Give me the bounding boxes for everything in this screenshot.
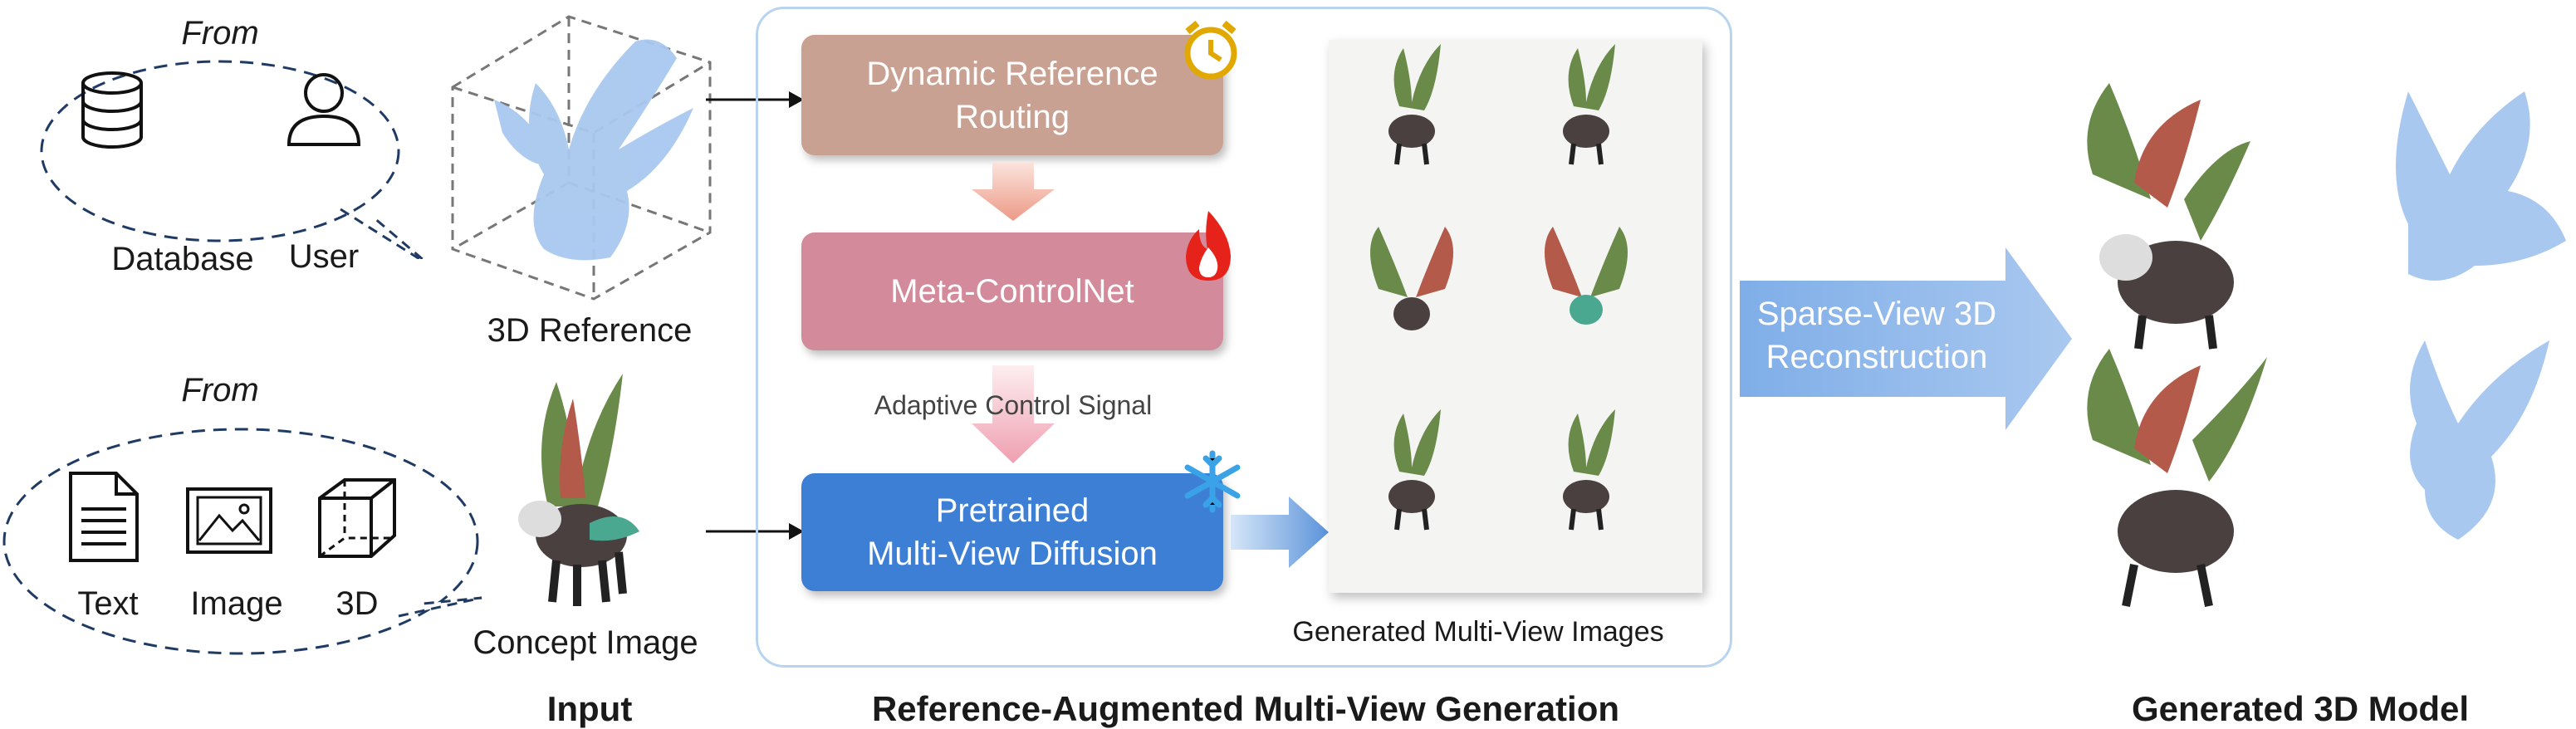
user-icon xyxy=(286,73,361,146)
multi-view-panel xyxy=(1329,40,1702,593)
from-label-bottom: From xyxy=(181,372,259,409)
snowflake-icon xyxy=(1184,450,1241,513)
mesh-model-bottom xyxy=(2410,340,2549,540)
textured-model-top xyxy=(2087,83,2250,350)
source-bubble-bottom xyxy=(2,428,482,655)
reference-mesh xyxy=(494,39,693,261)
right-arrow-views xyxy=(1231,497,1329,568)
user-label: User xyxy=(288,238,360,275)
concept-caption: Concept Image xyxy=(473,624,698,661)
controlnet-box: Meta-ControlNet xyxy=(801,232,1223,350)
concept-image xyxy=(518,374,639,606)
image-label: Image xyxy=(190,585,283,622)
alarm-clock-icon xyxy=(1184,20,1237,80)
reconstruction-arrow xyxy=(1740,247,2072,430)
views-caption: Generated Multi-View Images xyxy=(1292,616,1664,648)
down-arrow-2 xyxy=(972,365,1055,463)
text-label: Text xyxy=(77,585,139,622)
generation-frame xyxy=(756,7,1732,668)
source-bubble-top xyxy=(40,60,424,259)
generated-3d-model xyxy=(2087,83,2566,607)
reconstruction-label: Sparse-View 3D Reconstruction xyxy=(1744,292,2010,379)
text-doc-icon xyxy=(69,472,139,562)
reference-mesh-cube xyxy=(451,15,712,301)
from-label-top: From xyxy=(181,15,259,51)
down-arrow-1 xyxy=(972,163,1055,221)
reference-caption: 3D Reference xyxy=(487,312,693,349)
diffusion-line-2: Multi-View Diffusion xyxy=(867,536,1158,572)
textured-model-bottom xyxy=(2087,349,2267,607)
generation-section-title: Reference-Augmented Multi-View Generatio… xyxy=(871,689,1620,728)
reconstruction-line-1: Sparse-View 3D xyxy=(1756,296,1997,332)
routing-line-2: Routing xyxy=(955,98,1070,135)
three-d-label: 3D xyxy=(335,585,379,622)
mesh-model-top xyxy=(2396,91,2566,281)
input-section-title: Input xyxy=(546,689,633,728)
output-section-title: Generated 3D Model xyxy=(2131,689,2470,728)
cube-icon xyxy=(318,478,396,558)
database-icon xyxy=(81,71,143,149)
fire-icon xyxy=(1186,211,1231,281)
input-arrows xyxy=(706,91,804,540)
multi-view-thumbnails xyxy=(1370,40,1628,593)
signal-label: Adaptive Control Signal xyxy=(874,390,1153,420)
database-label: Database xyxy=(111,241,254,277)
reconstruction-line-2: Reconstruction xyxy=(1765,339,1988,375)
diffusion-line-1: Pretrained xyxy=(935,492,1090,529)
image-icon xyxy=(186,487,272,554)
routing-line-1: Dynamic Reference xyxy=(866,55,1158,92)
